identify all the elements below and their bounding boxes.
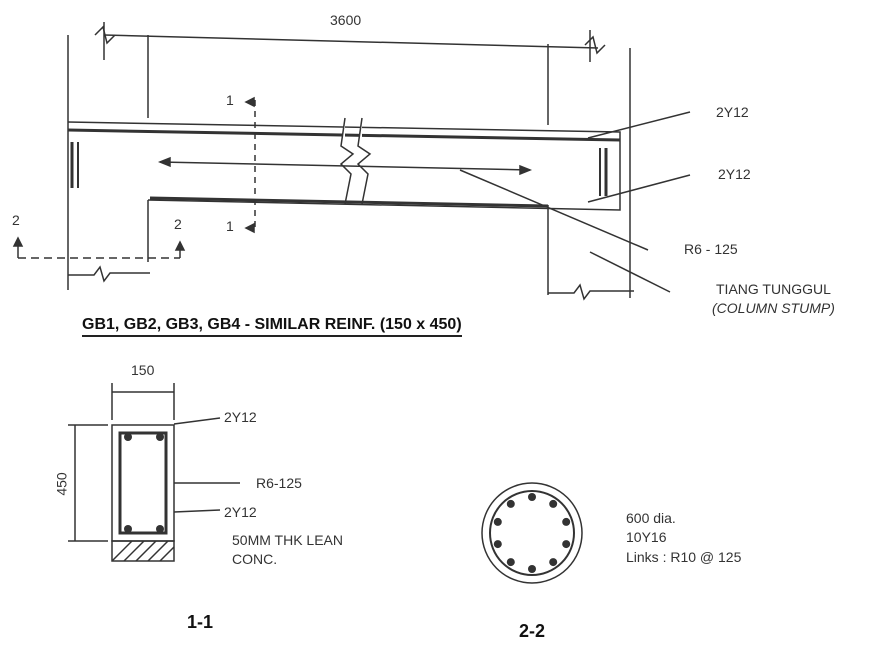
links-label: Links : R10 @ 125: [626, 549, 742, 565]
section-link-label: R6-125: [256, 475, 302, 491]
lean-conc-label-2: CONC.: [232, 551, 278, 567]
section-bottom-bar-label: 2Y12: [224, 504, 257, 520]
span-dimension-line: [103, 34, 599, 49]
lean-conc-label: 50MM THK LEAN: [232, 532, 343, 548]
section-2-2-outer: [481, 482, 583, 584]
depth-dimension: 450: [53, 472, 70, 496]
section-mark-2-right: 2: [174, 216, 182, 232]
column-bar: [493, 517, 502, 526]
stump-label-english: (COLUMN STUMP): [712, 300, 835, 316]
column-bar: [528, 493, 536, 501]
column-bar: [493, 540, 502, 549]
column-bar: [549, 558, 558, 567]
width-dimension: 150: [131, 362, 155, 378]
section-top-bar-label: 2Y12: [224, 409, 257, 425]
bottom-bar-label: 2Y12: [718, 166, 751, 182]
column-bar: [506, 499, 515, 508]
section-mark-2-left: 2: [12, 212, 20, 228]
section-mark-1-bottom: 1: [226, 218, 234, 234]
link-label: R6 - 125: [684, 241, 738, 257]
elevation-title: GB1, GB2, GB3, GB4 - SIMILAR REINF. (150…: [82, 316, 462, 337]
stump-label: TIANG TUNGGUL: [716, 281, 831, 297]
column-bar: [549, 499, 558, 508]
span-dimension: 3600: [330, 12, 362, 28]
top-bar-label: 2Y12: [716, 104, 749, 120]
section-mark-1-top: 1: [226, 92, 234, 108]
section-2-2-bars: [493, 493, 571, 573]
section-2-2-caption: 2-2: [519, 621, 546, 641]
section-1-1-caption: 1-1: [187, 612, 214, 632]
diameter-label: 600 dia.: [626, 510, 676, 526]
column-bar: [562, 540, 571, 549]
column-bar: [506, 558, 515, 567]
bars-label: 10Y16: [626, 529, 667, 545]
column-bar: [528, 565, 536, 573]
column-bar: [562, 517, 571, 526]
